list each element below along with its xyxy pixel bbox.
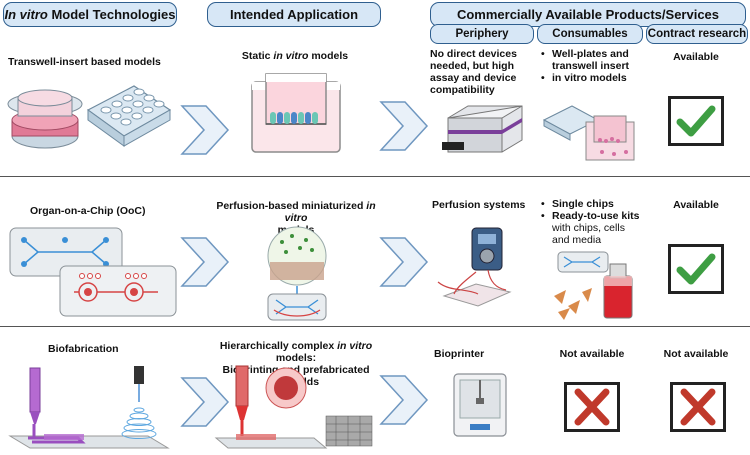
chip-kit-icon [554, 251, 633, 320]
header-commercial-products: Commercially Available Products/Services [430, 2, 746, 27]
subheader-text: Contract research [647, 28, 747, 40]
chip-icon [9, 227, 177, 317]
header-rest: Model Technologies [47, 7, 176, 22]
ooc-model-icon [267, 226, 327, 321]
chevron-arrow-icon [180, 105, 230, 155]
row3-periphery: Bioprinter [434, 348, 485, 360]
header-text: Intended Application [229, 7, 359, 22]
app-pre: Static [241, 50, 274, 62]
header-text: Commercially Available Products/Services [456, 7, 720, 22]
row2-contract: Available [673, 199, 719, 211]
header-intended-application: Intended Application [207, 2, 381, 27]
header-model-technologies: In vitro Model Technologies [3, 2, 177, 27]
app-line: Perfusion-based miniaturized in vitro [216, 200, 376, 224]
chevron-arrow-icon [180, 237, 230, 287]
row-divider [0, 176, 750, 177]
list-item: in vitro models [541, 72, 646, 84]
row3-consumables: Not available [559, 348, 625, 360]
subheader-consumables: Consumables [537, 24, 643, 44]
subheader-contract-research: Contract research [646, 24, 748, 44]
subheader-periphery: Periphery [430, 24, 534, 44]
row1-periphery: No direct devices needed, but high assay… [430, 48, 534, 96]
header-em: In vitro [4, 7, 48, 22]
transwell-icon [7, 89, 83, 149]
transwell-static-model-icon [251, 73, 341, 153]
row-divider [0, 326, 750, 327]
app-em: in vitro [273, 50, 309, 62]
consumables-plate-icon [542, 105, 635, 161]
chevron-arrow-icon [379, 101, 429, 151]
well-plate-icon [86, 85, 172, 147]
bioprinter-icon [453, 373, 507, 437]
complex-model-icon [214, 365, 373, 449]
chevron-arrow-icon [379, 375, 429, 425]
row1-application: Static in vitro models [220, 50, 370, 62]
perfusion-pump-icon [437, 227, 512, 307]
row1-technology: Transwell-insert based models [8, 56, 161, 68]
row3-contract: Not available [663, 348, 729, 360]
row1-contract: Available [673, 51, 719, 63]
chevron-arrow-icon [379, 237, 429, 287]
check-icon [668, 96, 724, 146]
app-line: Hierarchically complex in vitro models: [219, 340, 373, 364]
cross-icon [670, 382, 726, 432]
periphery-line: needed, but high [430, 60, 514, 72]
periphery-line: No direct devices [430, 48, 517, 60]
row2-technology: Organ-on-a-Chip (OoC) [30, 205, 146, 217]
periphery-line: compatibility [430, 84, 495, 96]
row3-technology: Biofabrication [48, 343, 119, 355]
row2-periphery: Perfusion systems [432, 199, 526, 211]
check-icon [668, 244, 724, 294]
list-item: Single chips [541, 198, 651, 210]
chevron-arrow-icon [180, 377, 230, 427]
bioprinting-icon [8, 366, 170, 449]
periphery-line: assay and device [430, 72, 517, 84]
cross-icon [564, 382, 620, 432]
subheader-text: Periphery [455, 28, 509, 40]
app-post: models [308, 50, 349, 62]
subheader-text: Consumables [552, 28, 628, 40]
plate-reader-icon [442, 105, 523, 153]
row3-application: Hierarchically complex in vitro models: … [206, 340, 386, 388]
